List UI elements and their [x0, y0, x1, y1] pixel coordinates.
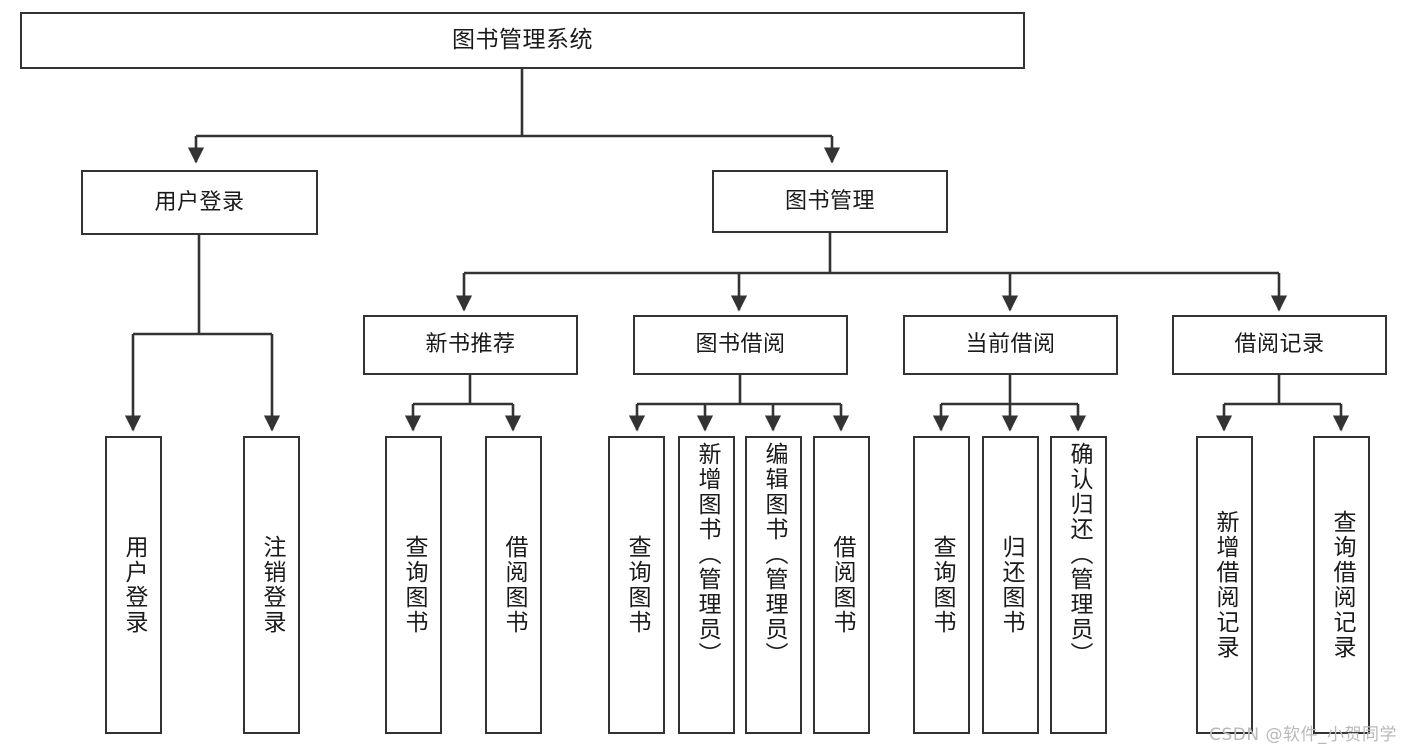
node-borrow-record[interactable]: 借阅记录: [1172, 315, 1387, 375]
leaf-return-book[interactable]: 归还图书: [982, 436, 1039, 734]
node-label: 用户登录: [154, 189, 245, 215]
node-root-system[interactable]: 图书管理系统: [20, 12, 1025, 69]
node-label: 归还图书: [998, 535, 1024, 635]
node-current-borrow[interactable]: 当前借阅: [903, 315, 1118, 375]
node-new-book-recommend[interactable]: 新书推荐: [363, 315, 578, 375]
node-label: 新增图书（管理员）: [694, 442, 720, 667]
node-label: 图书借阅: [695, 332, 786, 358]
node-label: 查询借阅记录: [1329, 510, 1355, 660]
node-label: 查询图书: [624, 535, 650, 635]
node-label: 借阅记录: [1234, 332, 1325, 358]
node-label: 新书推荐: [425, 332, 516, 358]
node-label: 图书管理: [784, 188, 875, 214]
leaf-user-login[interactable]: 用户登录: [105, 436, 162, 734]
node-book-borrow[interactable]: 图书借阅: [633, 315, 848, 375]
node-label: 查询图书: [929, 535, 955, 635]
leaf-confirm-return-admin[interactable]: 确认归还（管理员）: [1050, 436, 1107, 734]
leaf-new-book-query[interactable]: 查询图书: [385, 436, 442, 734]
node-book-management[interactable]: 图书管理: [712, 170, 948, 233]
node-label: 当前借阅: [965, 332, 1056, 358]
leaf-borrow-book[interactable]: 借阅图书: [813, 436, 870, 734]
leaf-new-book-borrow[interactable]: 借阅图书: [485, 436, 542, 734]
leaf-current-query-book[interactable]: 查询图书: [913, 436, 970, 734]
leaf-add-book-admin[interactable]: 新增图书（管理员）: [678, 436, 735, 734]
leaf-edit-book-admin[interactable]: 编辑图书（管理员）: [745, 436, 802, 734]
leaf-borrow-query-book[interactable]: 查询图书: [608, 436, 665, 734]
watermark-text: CSDN @软件_小贺同学: [1209, 725, 1397, 745]
leaf-user-logout[interactable]: 注销登录: [243, 436, 300, 734]
node-label: 确认归还（管理员）: [1066, 442, 1092, 667]
leaf-query-borrow-record[interactable]: 查询借阅记录: [1313, 436, 1370, 734]
node-label: 注销登录: [259, 535, 285, 635]
node-user-login[interactable]: 用户登录: [81, 170, 318, 235]
node-label: 查询图书: [401, 535, 427, 635]
node-label: 借阅图书: [501, 535, 527, 635]
node-label: 图书管理系统: [452, 26, 593, 53]
leaf-add-borrow-record[interactable]: 新增借阅记录: [1196, 436, 1253, 734]
node-label: 借阅图书: [829, 535, 855, 635]
node-label: 新增借阅记录: [1212, 510, 1238, 660]
node-label: 编辑图书（管理员）: [761, 442, 787, 667]
node-label: 用户登录: [121, 535, 147, 635]
